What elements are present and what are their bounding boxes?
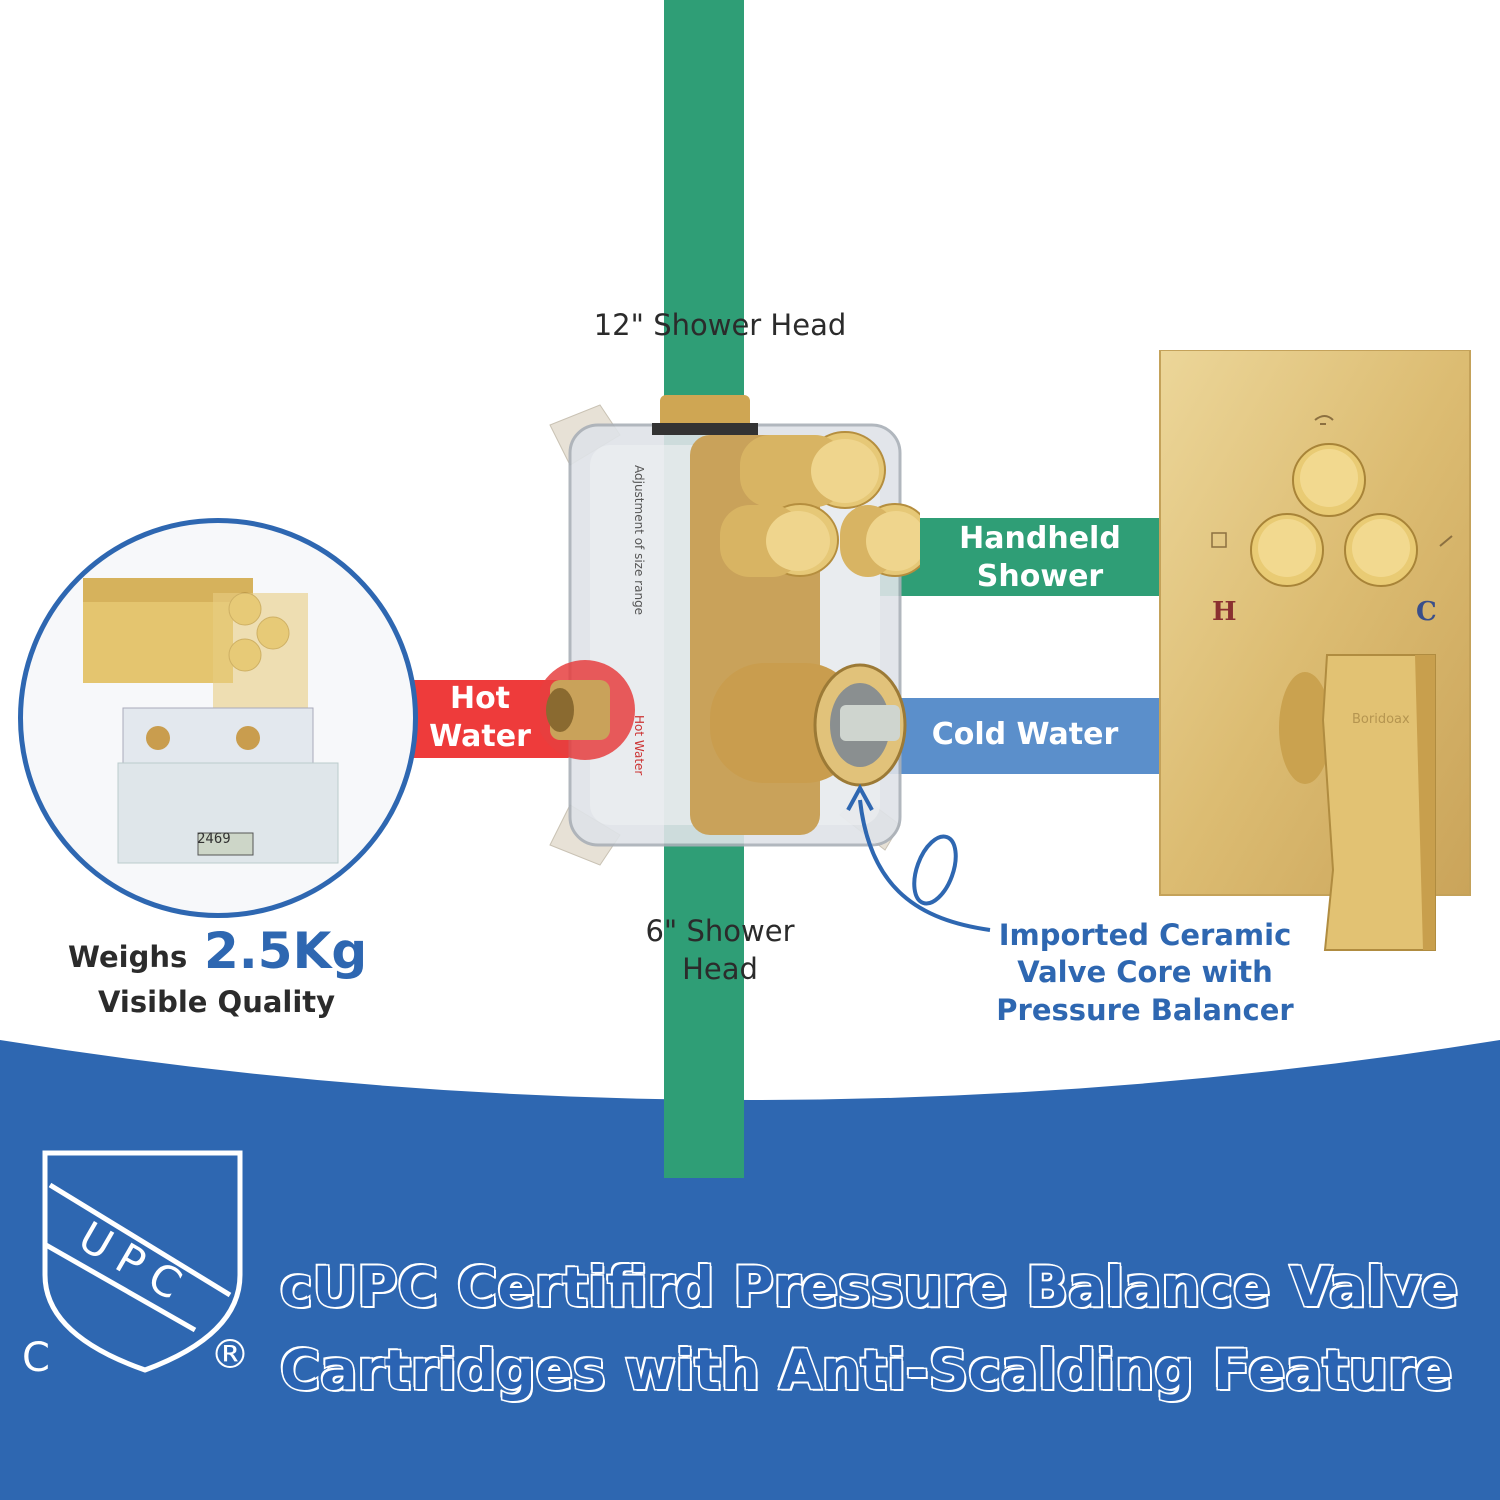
callout-arrow bbox=[846, 783, 991, 932]
top-shower-head-label: 12" Shower Head bbox=[593, 308, 847, 342]
trim-cold-mark: C bbox=[1416, 597, 1437, 627]
cupc-logo bbox=[42, 1150, 243, 1373]
callout-line2: Valve Core with bbox=[1017, 955, 1273, 989]
cold-label: Cold Water bbox=[931, 717, 1119, 752]
weight-photo-circle bbox=[18, 518, 418, 918]
blue-banner bbox=[0, 1040, 1500, 1500]
headline-line1: cUPC Certifird Pressure Balance Valve bbox=[279, 1254, 1460, 1321]
scale-reading: 2469 bbox=[197, 831, 231, 847]
handheld-label-line2: Shower bbox=[976, 559, 1104, 594]
handheld-label-line1: Handheld bbox=[959, 521, 1121, 556]
bottom-shower-head-line1: 6" Shower bbox=[645, 914, 795, 948]
weight-subtitle: Visible Quality bbox=[98, 985, 336, 1019]
trim-brand: Boridoax bbox=[1352, 712, 1410, 727]
weight-prefix: Weighs bbox=[68, 940, 188, 974]
hot-label-line2: Water bbox=[429, 719, 531, 754]
scale-illustration bbox=[83, 578, 339, 864]
callout-line3: Pressure Balancer bbox=[996, 993, 1294, 1027]
weight-value: 2.5Kg bbox=[204, 922, 368, 980]
cupc-logo-registered: ® bbox=[210, 1332, 250, 1378]
headline-line2: Cartridges with Anti-Scalding Feature bbox=[279, 1337, 1454, 1404]
cold-water-pipe bbox=[880, 698, 1165, 774]
hot-label-line1: Hot bbox=[449, 681, 511, 716]
valve-body: Adjustment of size range Hot Water bbox=[540, 395, 920, 866]
trim-plate bbox=[1159, 350, 1471, 951]
cupc-logo-c: C bbox=[22, 1335, 50, 1381]
valve-hot-text: Hot Water bbox=[632, 715, 646, 775]
bottom-shower-head-line2: Head bbox=[682, 952, 758, 986]
valve-side-text: Adjustment of size range bbox=[632, 465, 646, 615]
callout-line1: Imported Ceramic bbox=[998, 918, 1292, 952]
trim-hot-mark: H bbox=[1212, 597, 1237, 627]
handheld-green-pipe bbox=[880, 518, 1165, 596]
